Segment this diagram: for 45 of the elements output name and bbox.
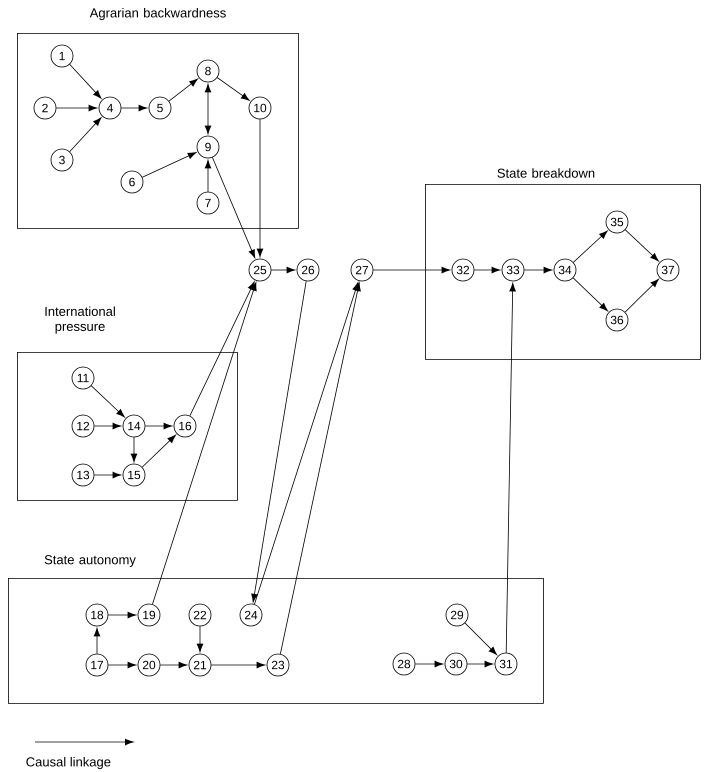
arrow [69,117,102,152]
group-title: International pressure [45,306,115,334]
arrow [211,662,266,668]
legend-label: Causal linkage [26,756,110,770]
arrow [373,266,450,274]
arrow [94,422,122,430]
arrow [212,157,256,258]
arrow [280,282,361,654]
arrow [251,280,307,602]
arrow [94,628,100,654]
arrow [624,229,659,262]
arrow [254,282,359,605]
arrow [108,612,136,618]
arrow [190,281,255,416]
arrow [90,385,125,418]
group-title: State autonomy [44,555,136,567]
arrow [168,78,198,102]
arrow [415,660,444,668]
arrow [142,434,176,468]
arrow [145,422,172,430]
arrow [216,77,250,101]
arrow [524,266,552,274]
arrow [94,472,122,478]
arrow [624,278,659,312]
group-title: Agrarian backwardness [90,8,226,20]
arrow [572,230,608,263]
arrow [108,662,136,668]
arrow [271,266,296,274]
arrow [467,660,494,668]
arrow [506,282,516,653]
arrow [196,626,204,652]
arrow [256,119,264,258]
arrow [464,622,498,656]
arrow [160,662,188,668]
group-title: State breakdown [497,168,594,178]
arrow [142,152,196,178]
arrow [69,64,102,99]
arrow [204,160,212,192]
arrow [204,84,212,134]
arrow [56,104,98,112]
arrow [130,437,138,462]
arrow [572,278,608,312]
arrow [121,104,148,112]
arrow [152,282,257,605]
arrow [474,266,500,274]
